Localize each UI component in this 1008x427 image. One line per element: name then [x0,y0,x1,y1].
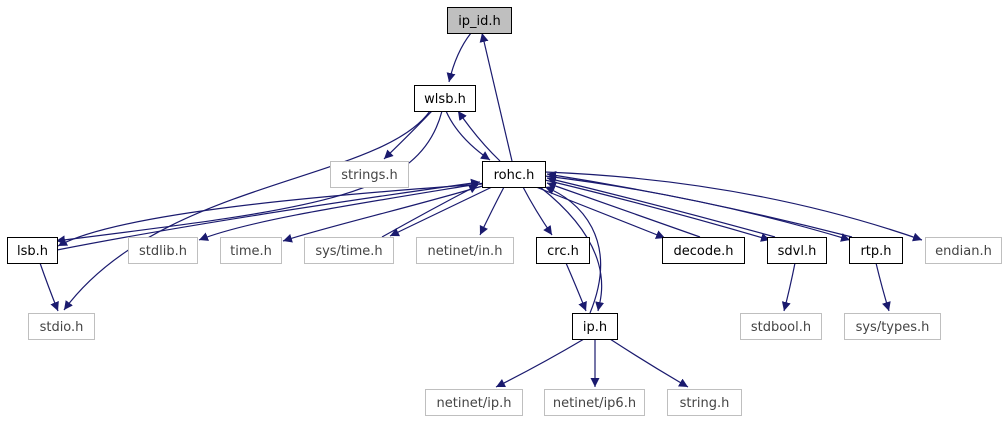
edge-lsb-h-to-rohc-h [56,178,481,251]
node-label: netinet/ip.h [437,396,512,411]
edges-layer [39,32,923,388]
edge-sys-time-h-to-rohc-h [381,184,479,238]
edge-sdvl-h-to-stdbool-h [781,262,796,312]
node-sdvl-h[interactable]: sdvl.h [767,237,827,264]
edge-rtp-h-to-rohc-h [546,170,853,238]
node-label: rohc.h [494,168,535,183]
node-box [414,85,476,112]
edge-wlsb-h-to-strings-h [383,110,433,160]
node-label: string.h [680,396,730,411]
node-box [844,313,941,340]
node-box [849,237,903,264]
edge-rohc-h-to-ip-h [539,186,605,312]
node-stdio-h: stdio.h [28,313,95,340]
node-label: sdvl.h [778,244,817,259]
node-box [572,313,618,340]
node-box [447,7,512,34]
edge-rohc-h-to-sys-time-h [389,186,493,237]
edge-rohc-h-to-endian-h [544,171,923,242]
node-label: ip.h [583,320,607,335]
edge-wlsb-h-to-rohc-h [445,110,491,161]
node-wlsb-h[interactable]: wlsb.h [414,85,476,112]
node-label: sys/types.h [856,320,930,335]
node-time-h: time.h [220,237,282,264]
node-box [740,313,822,340]
edge-sdvl-h-to-rohc-h [546,175,776,238]
node-netinet-in-h: netinet/in.h [416,237,514,264]
edge-rohc-h-to-sdvl-h [544,179,771,242]
edge-rohc-h-to-time-h [282,184,487,243]
edge-ip-id-h-to-wlsb-h [446,32,472,83]
node-netinet-ip6-h: netinet/ip6.h [544,389,645,416]
edge-rohc-h-to-decode-h [535,186,666,239]
edge-rohc-h-to-netinet-in-h [479,186,505,236]
node-label: strings.h [341,168,397,183]
node-label: netinet/in.h [428,244,503,259]
edge-rtp-h-to-sys-types-h [875,262,891,312]
node-label: crc.h [547,244,579,259]
node-endian-h: endian.h [925,237,1002,264]
nodes-layer: ip_id.h wlsb.h strings.h rohc.h lsb.h stdlib.… [7,7,1002,416]
node-lsb-h[interactable]: lsb.h [7,237,58,264]
node-label: sys/time.h [315,244,382,259]
node-stdbool-h: stdbool.h [740,313,822,340]
node-strings-h: strings.h [330,161,409,188]
node-box [482,161,546,188]
node-sys-time-h: sys/time.h [304,237,394,264]
edge-lsb-h-to-stdio-h [39,262,59,312]
node-label: wlsb.h [424,92,466,107]
node-ip-h[interactable]: ip.h [572,313,618,340]
node-label: stdio.h [40,320,84,335]
edge-rohc-h-to-wlsb-h [457,110,501,162]
node-ip-id-h[interactable]: ip_id.h [447,7,512,34]
edge-ip-h-to-netinet-ip-h [495,338,585,388]
node-decode-h[interactable]: decode.h [662,237,745,264]
node-box [28,313,95,340]
node-label: endian.h [935,244,992,259]
node-box [416,237,514,264]
node-sys-types-h: sys/types.h [844,313,941,340]
node-box [662,237,745,264]
node-box [767,237,827,264]
node-box [667,389,742,416]
node-box [220,237,282,264]
node-label: lsb.h [17,244,48,259]
edge-rohc-h-to-lsb-h [57,183,483,247]
edge-decode-h-to-rohc-h [546,181,701,238]
node-stdlib-h: stdlib.h [128,237,198,264]
node-label: time.h [230,244,272,259]
edge-wlsb-h-to-stdio-h [63,110,431,311]
node-label: rtp.h [860,244,891,259]
node-label: netinet/ip6.h [553,396,636,411]
node-box [925,237,1002,264]
edge-rohc-h-to-stdlib-h [198,182,485,241]
node-label: decode.h [674,244,734,259]
node-rtp-h[interactable]: rtp.h [849,237,903,264]
node-netinet-ip-h: netinet/ip.h [425,389,523,416]
edge-rohc-h-to-crc-h [522,186,553,236]
node-box [128,237,198,264]
node-string-h: string.h [667,389,742,416]
node-label: ip_id.h [458,14,501,29]
node-box [330,161,409,188]
node-box [425,389,523,416]
node-box [536,237,590,264]
edge-ip-h-to-string-h [609,338,689,388]
node-label: stdlib.h [139,244,187,259]
node-crc-h[interactable]: crc.h [536,237,590,264]
node-box [7,237,58,264]
edge-crc-h-to-ip-h [565,262,587,312]
edge-ip-h-to-rohc-h [544,185,601,314]
node-rohc-h[interactable]: rohc.h [482,161,546,188]
node-box [544,389,645,416]
node-box [304,237,394,264]
edge-rohc-h-to-ip-id-h [479,32,513,162]
node-label: stdbool.h [751,320,811,335]
